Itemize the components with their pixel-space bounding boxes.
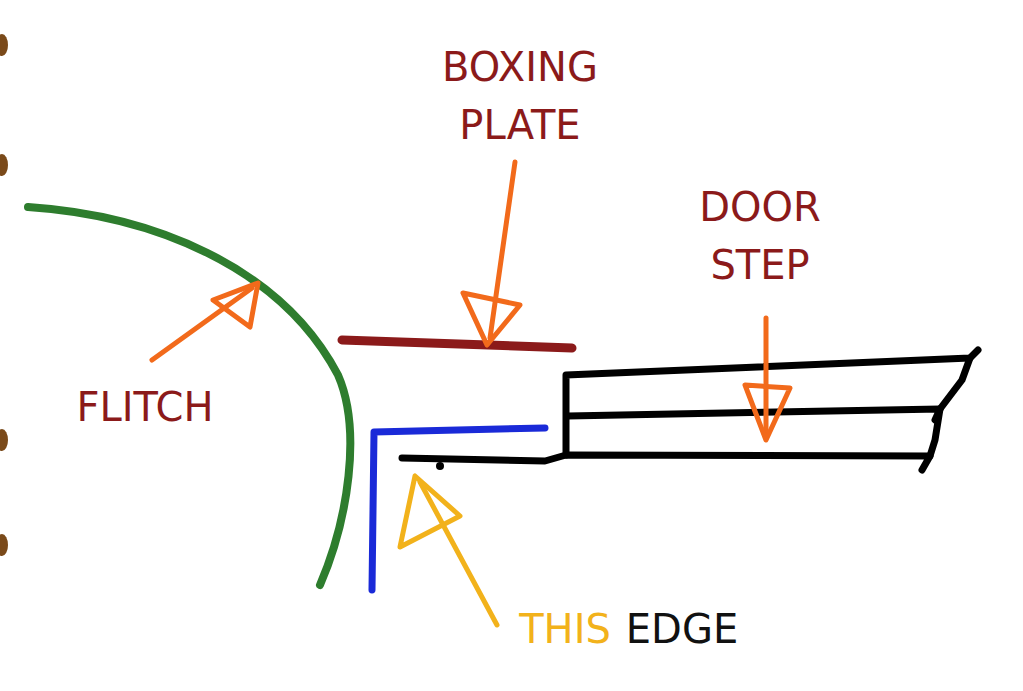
boxing-plate: [342, 340, 572, 348]
binding-holes: [0, 34, 8, 556]
part-label: FLITCH: [40, 378, 250, 436]
flitch-curve: [28, 207, 350, 585]
part-label: DOOR STEP: [655, 178, 865, 294]
leader-arrows: [152, 162, 790, 440]
door-step: [402, 350, 978, 470]
part-label: BOXING PLATE: [395, 38, 645, 154]
angle-bracket: [372, 428, 545, 590]
callout-text: THIS: [505, 600, 625, 658]
dot: [436, 462, 444, 470]
this-edge-arrow: [400, 476, 497, 625]
callout-text: EDGE: [612, 600, 752, 658]
